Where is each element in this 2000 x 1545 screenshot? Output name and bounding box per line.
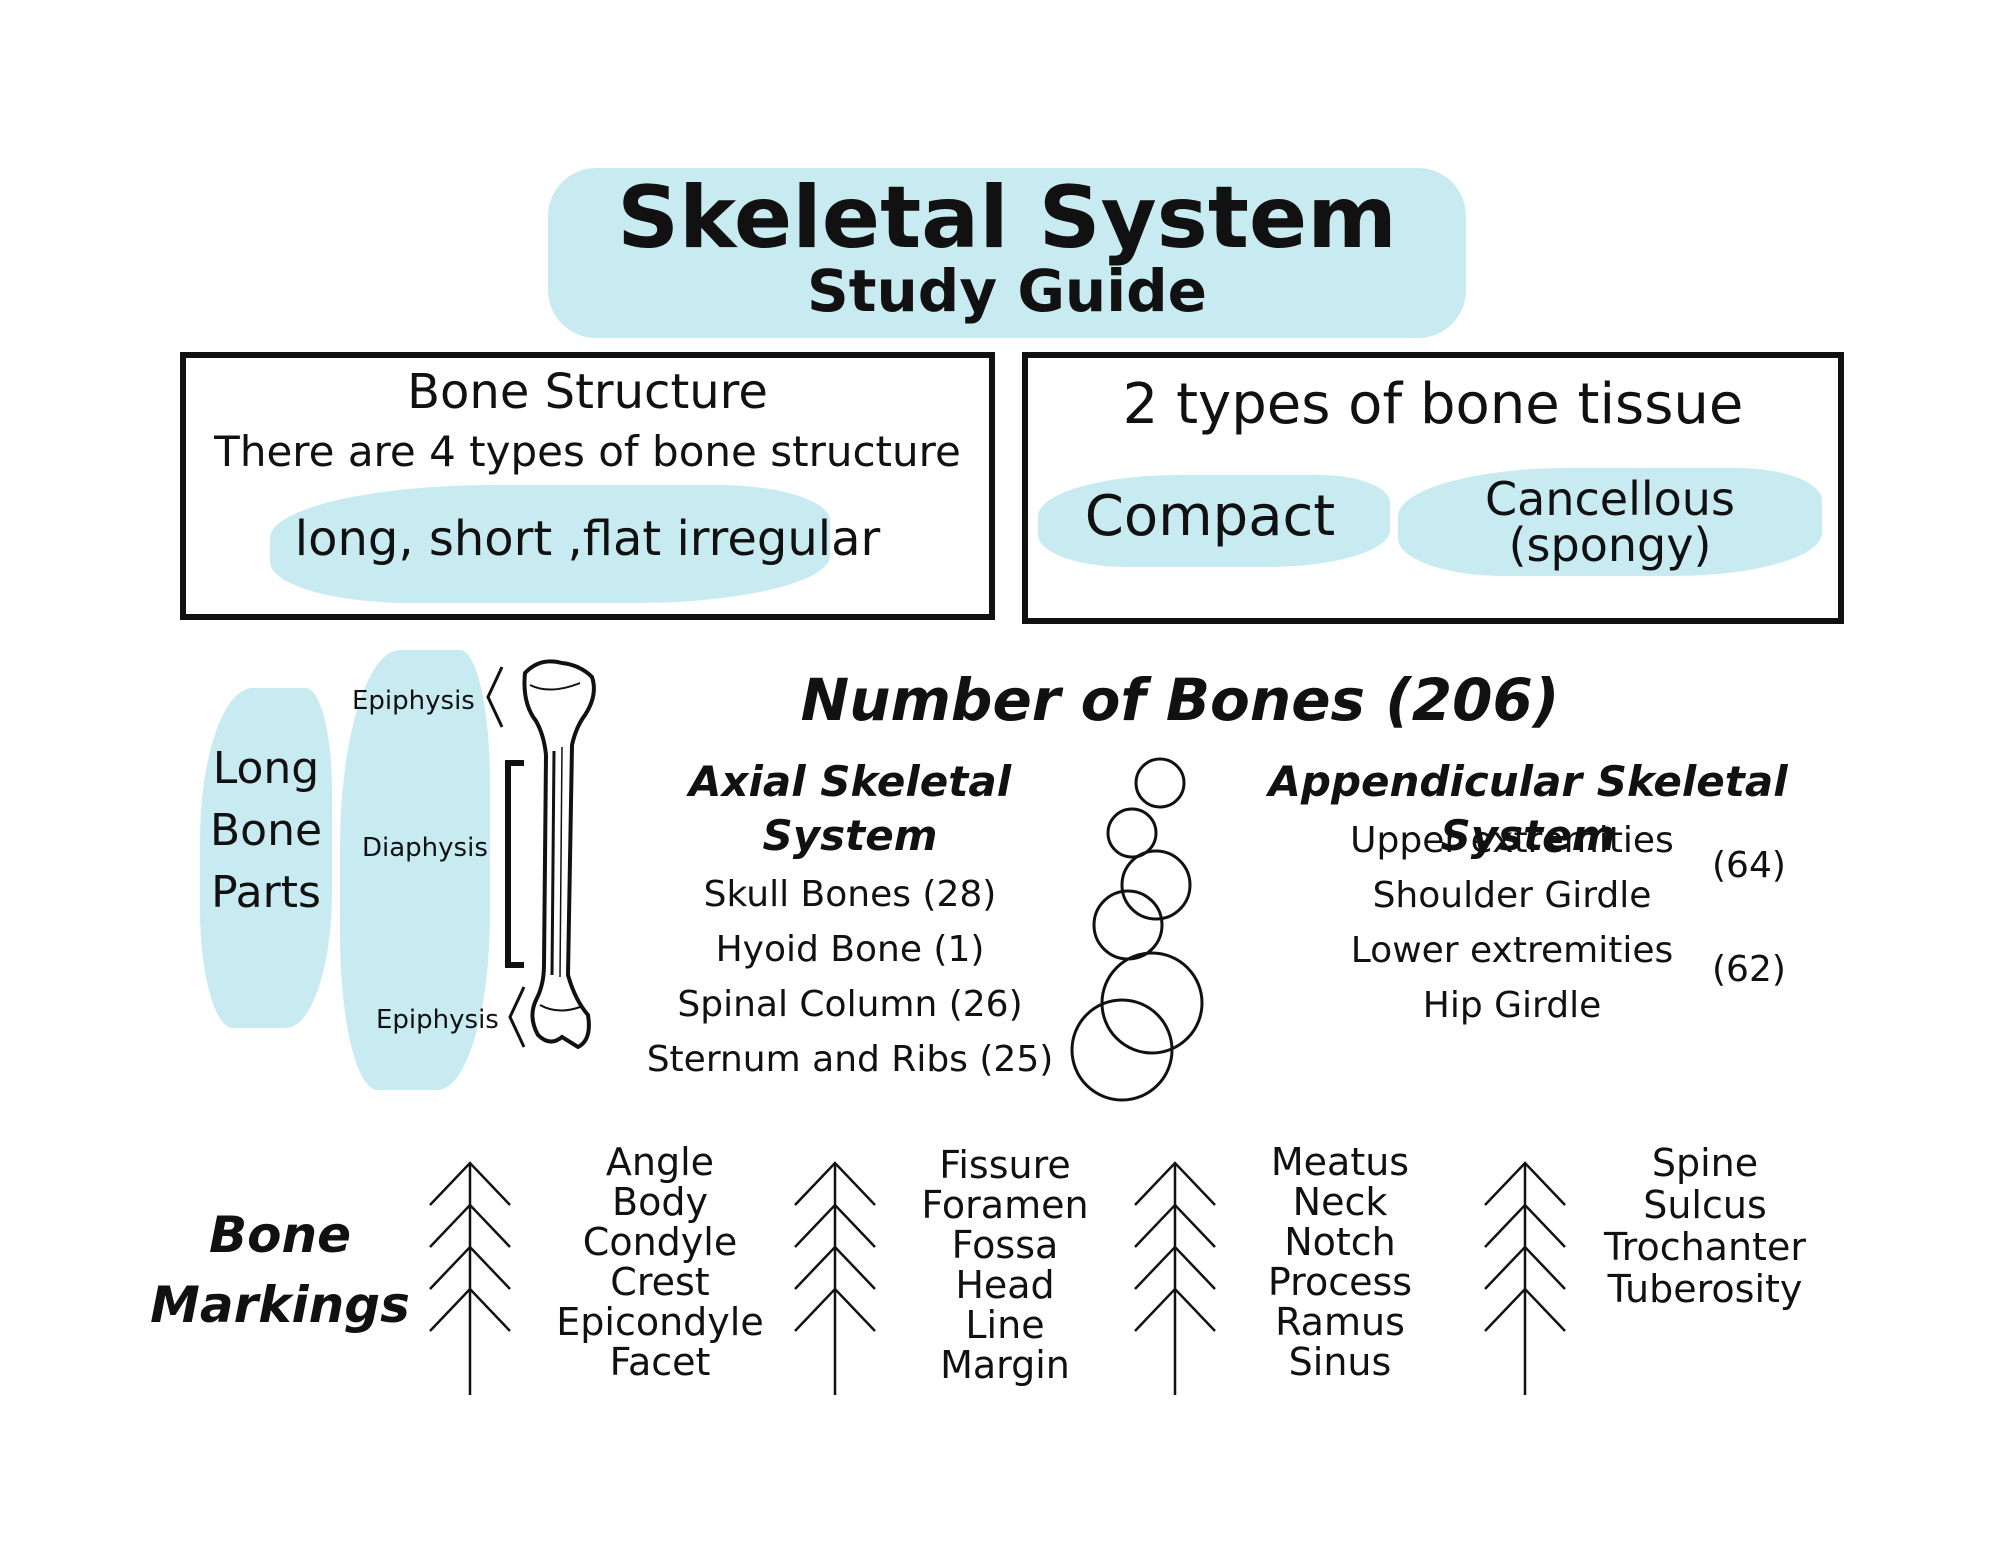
tree-icon [429,1161,511,1395]
marking-term: Condyle [582,1220,738,1264]
axial-item: Skull Bones (28) [703,874,997,915]
axial-item: Spinal Column (26) [677,984,1023,1025]
marking-term: Neck [1292,1180,1388,1224]
diaphysis-bracket [505,760,524,968]
marking-term: Line [965,1303,1045,1347]
appendicular-item: Shoulder Girdle [1372,875,1652,916]
marking-term: Notch [1284,1220,1396,1264]
appendicular-section: Appendicular Skeletal System [1198,755,1858,863]
tree-icon [1134,1161,1216,1395]
long-bone-parts-title: Long Bone Parts [196,738,336,924]
markings-column-4: Spine Sulcus Trochanter Tuberosity [1580,1142,1830,1310]
cancellous-label-line2: (spongy) [1508,518,1712,572]
page-subtitle: Study Guide [807,257,1207,325]
marking-term: Tuberosity [1607,1267,1803,1311]
bone-markings-title-line2: Markings [150,1276,410,1334]
marking-term: Meatus [1270,1140,1410,1184]
cancellous-highlight [1398,468,1822,576]
axial-section: Axial Skeletal System Skull Bones (28) H… [610,755,1090,1087]
circle [1134,757,1186,809]
circle [1100,951,1204,1055]
long-bone-title-line2: Bone [209,805,323,856]
circle [1070,998,1174,1102]
epiphysis-bottom-label: Epiphysis [376,1005,499,1035]
appendicular-title: Appendicular Skeletal System [1268,757,1788,860]
appendicular-list: Upper extremities Shoulder Girdle Lower … [1322,813,1702,1033]
bone-markings-title-line1: Bone [209,1206,351,1264]
decorative-circles [1070,757,1204,1102]
tree-icon [794,1161,876,1395]
circle [1120,849,1192,921]
compact-highlight [1038,475,1390,567]
marking-term: Angle [605,1140,715,1184]
markings-column-1: Angle Body Condyle Crest Epicondyle Face… [540,1142,780,1382]
circle [1106,807,1158,859]
epiphysis-top-label: Epiphysis [352,686,475,716]
diaphysis-label: Diaphysis [362,833,488,863]
bone-structure-heading: Bone Structure [407,364,768,420]
tree-icon [1484,1161,1566,1395]
marking-term: Sulcus [1643,1183,1767,1227]
marking-term: Ramus [1275,1300,1405,1344]
marking-term: Trochanter [1604,1225,1806,1269]
axial-item: Sternum and Ribs (25) [646,1039,1054,1080]
appendicular-item: Lower extremities [1350,930,1674,971]
circle [1092,889,1164,961]
cancellous-label: Cancellous (spongy) [1400,476,1820,568]
upper-count: (64) [1712,845,1786,886]
axial-item: Hyoid Bone (1) [715,929,985,970]
bone-tissue-heading: 2 types of bone tissue [1122,372,1744,437]
marking-term: Epicondyle [556,1300,764,1344]
long-bone-title-line3: Parts [211,867,321,918]
bone-markings-title: Bone Markings [150,1200,410,1340]
bone-icon [522,659,596,1050]
marking-term: Body [612,1180,708,1224]
marking-term: Foramen [921,1183,1089,1227]
epiphysis-bottom-bracket [508,986,526,1048]
markings-column-2: Fissure Foramen Fossa Head Line Margin [895,1145,1115,1385]
marking-term: Sinus [1288,1340,1392,1384]
compact-label: Compact [1084,484,1336,549]
marking-term: Fissure [939,1143,1071,1187]
axial-title: Axial Skeletal System [688,757,1012,860]
appendicular-item: Hip Girdle [1422,985,1602,1026]
marking-term: Head [955,1263,1055,1307]
marking-term: Crest [610,1260,710,1304]
marking-term: Margin [940,1343,1070,1387]
marking-term: Spine [1651,1141,1759,1185]
bone-tissue-box [1022,352,1844,624]
epiphysis-top-bracket [486,666,504,728]
appendicular-item: Upper extremities [1350,820,1674,861]
markings-column-3: Meatus Neck Notch Process Ramus Sinus [1235,1142,1445,1382]
lower-count: (62) [1712,949,1786,990]
bone-structure-types: long, short ,flat irregular [294,511,881,567]
bone-structure-description: There are 4 types of bone structure [214,427,961,476]
number-of-bones-title: Number of Bones (206) [800,666,1560,734]
cancellous-label-line1: Cancellous [1485,472,1735,526]
marking-term: Process [1267,1260,1413,1304]
bone-structure-box [180,352,995,620]
long-bone-illustration [486,659,596,1050]
long-bone-title-line1: Long [212,743,320,794]
marking-term: Facet [609,1340,711,1384]
title-banner [548,168,1466,338]
structure-highlight [270,485,830,603]
page-title: Skeletal System [617,168,1397,268]
long-bone-highlight-right [340,650,490,1090]
marking-term: Fossa [951,1223,1059,1267]
long-bone-highlight-left [200,688,332,1028]
